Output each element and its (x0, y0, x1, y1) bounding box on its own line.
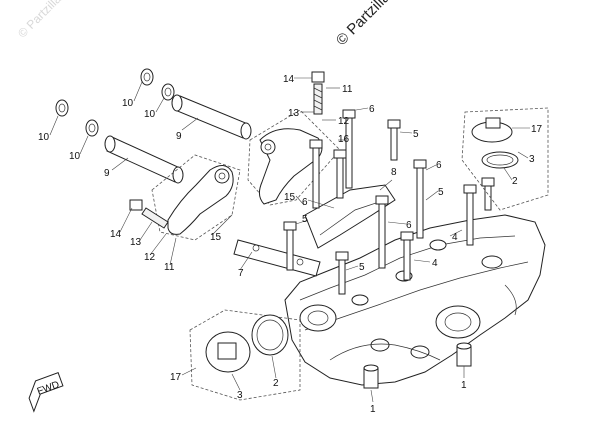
callout-label: 4 (452, 232, 458, 243)
adjuster-screw-lower[interactable] (141, 207, 169, 229)
callout-label: 14 (110, 229, 122, 240)
callout-label: 15 (210, 232, 222, 243)
bolt-6d-head[interactable] (283, 221, 297, 231)
bolt-4a[interactable] (466, 192, 474, 246)
inspection-cap-upper (461, 107, 549, 211)
rocker-shaft-upper[interactable] (171, 94, 252, 140)
bolt-5b[interactable] (312, 147, 320, 209)
inspection-cap-lower (189, 309, 301, 401)
callout-label: 12 (338, 116, 350, 127)
oring-2-lower[interactable] (251, 314, 289, 356)
callout-label: 13 (130, 237, 142, 248)
callout-label: 1 (370, 404, 376, 415)
callout-label: 2 (512, 176, 518, 187)
callout-label: 6 (436, 160, 442, 171)
adjuster-nut-upper[interactable] (311, 71, 325, 83)
adjuster-screw-upper[interactable] (313, 83, 323, 115)
callout-label: 15 (284, 192, 296, 203)
bolt-6a[interactable] (345, 117, 353, 189)
bolt-6c-head[interactable] (375, 195, 389, 205)
bolt-5e[interactable] (484, 185, 492, 211)
watermark-main: © Partzilla.com (333, 0, 416, 49)
callout-label: 6 (369, 104, 375, 115)
callout-label: 10 (122, 98, 134, 109)
callout-label: 7 (238, 268, 244, 279)
callout-label: 11 (342, 84, 353, 95)
callout-label: 10 (38, 132, 50, 143)
bolt-5a-head[interactable] (387, 119, 401, 129)
bolt-6d[interactable] (286, 229, 294, 271)
adjuster-nut-lower[interactable] (129, 199, 143, 211)
rocker-arm-lower[interactable] (129, 154, 241, 241)
callout-label: 3 (237, 390, 243, 401)
callout-label: 6 (406, 220, 412, 231)
callout-label: 10 (69, 151, 81, 162)
callout-label: 10 (144, 109, 156, 120)
watermark-faint: © Partzilla.com (15, 0, 82, 41)
bolt-5e-head[interactable] (481, 177, 495, 187)
fwd-arrow: FWD (28, 372, 64, 413)
callout-label: 4 (432, 258, 438, 269)
bolt-5a[interactable] (390, 127, 398, 161)
callout-label: 1 (461, 380, 467, 391)
rocker-arm-upper[interactable] (247, 71, 341, 206)
cylinder-head (284, 214, 546, 386)
bolt-5c-head[interactable] (400, 231, 414, 241)
callout-label: 14 (283, 74, 295, 85)
callout-label: 5 (359, 262, 365, 273)
washer-10b[interactable] (161, 83, 175, 101)
callout-label: 9 (104, 168, 110, 179)
callout-label: 11 (164, 262, 175, 273)
bolt-16-head[interactable] (333, 149, 347, 159)
callout-label: 13 (288, 108, 300, 119)
callout-label: 12 (144, 252, 156, 263)
bolt-5c[interactable] (403, 239, 411, 281)
callout-label: 5 (438, 187, 444, 198)
callout-label: 17 (531, 124, 543, 135)
callout-label: 6 (302, 197, 308, 208)
bolt-6c[interactable] (378, 203, 386, 269)
bolt-16[interactable] (336, 157, 344, 199)
dowel-pins (363, 342, 472, 389)
bolt-5b-head[interactable] (309, 139, 323, 149)
callout-label: 3 (529, 154, 535, 165)
bolt-5d[interactable] (338, 259, 346, 295)
callout-label: 5 (302, 214, 308, 225)
oring-2-upper[interactable] (481, 151, 519, 169)
rocker-shaft-lower[interactable] (104, 135, 184, 184)
guide-plate[interactable] (233, 239, 321, 277)
washer-10d[interactable] (85, 119, 99, 137)
bolt-group (283, 109, 495, 295)
bolt-4a-head[interactable] (463, 184, 477, 194)
bolt-5d-head[interactable] (335, 251, 349, 261)
cap-3-upper-hex (485, 117, 501, 129)
callout-label: 5 (413, 129, 419, 140)
bolt-6b-head[interactable] (413, 159, 427, 169)
washer-10a[interactable] (140, 68, 154, 86)
callout-label: 2 (273, 378, 279, 389)
leader-lines (49, 77, 530, 403)
bolt-6b[interactable] (416, 167, 424, 239)
cap-3-lower-hex (217, 342, 237, 360)
callout-label: 8 (391, 167, 397, 178)
callout-labels: 14 11 13 12 6 16 5 10 10 9 10 10 9 17 3 … (38, 74, 543, 415)
callout-label: 17 (170, 372, 182, 383)
washer-group (55, 68, 175, 137)
callout-label: 16 (338, 134, 350, 145)
callout-label: 9 (176, 131, 182, 142)
washer-10c[interactable] (55, 99, 69, 117)
